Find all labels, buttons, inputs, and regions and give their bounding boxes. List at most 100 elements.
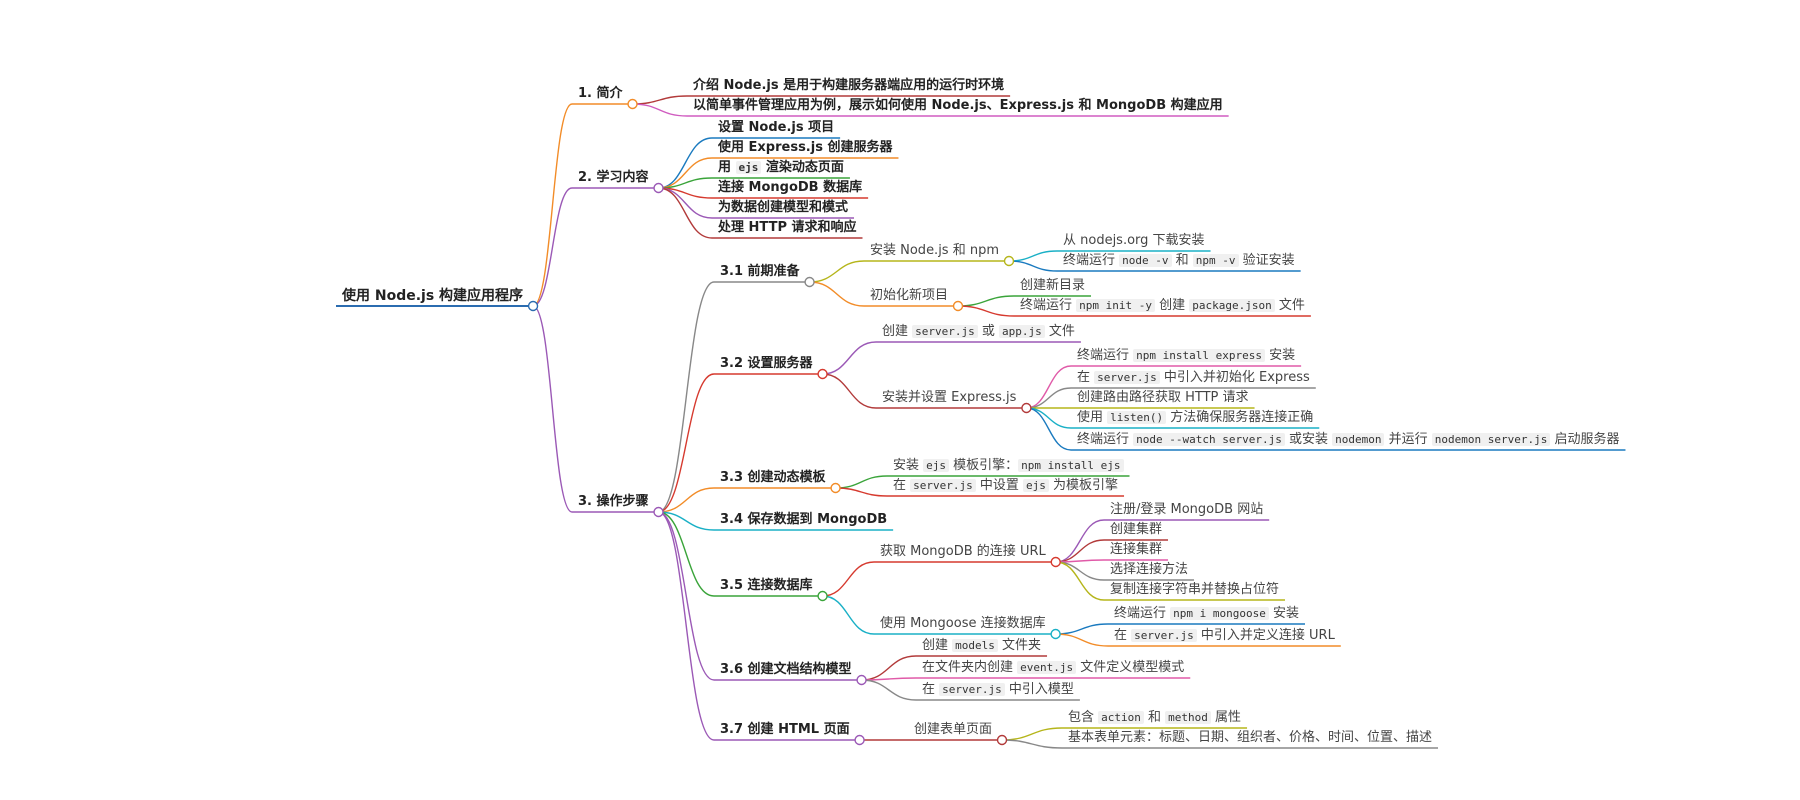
collapse-toggle-icon[interactable] [1050, 556, 1061, 568]
node-label: 介绍 Node.js 是用于构建服务器端应用的运行时环境 [693, 78, 1005, 93]
collapse-toggle-icon[interactable] [817, 368, 828, 380]
branch-connector [658, 511, 715, 741]
branch-connector [1026, 365, 1072, 409]
branch-connector [1026, 387, 1072, 409]
collapse-toggle-icon[interactable] [527, 300, 539, 312]
branch-connector [658, 511, 715, 681]
node-label: 3.1 前期准备 [720, 264, 800, 279]
branch-connector [822, 373, 877, 409]
collapse-toggle-icon[interactable] [854, 734, 865, 746]
branch-connector [632, 103, 688, 117]
node-label: 以简单事件管理应用为例，展示如何使用 Node.js、Express.js 和 … [693, 98, 1223, 113]
node-label: 使用 Express.js 创建服务器 [718, 140, 893, 155]
collapse-toggle-icon[interactable] [1050, 628, 1061, 640]
node-label: 创建新目录 [1020, 278, 1086, 293]
branch-connector [658, 137, 713, 189]
branch-connector [632, 95, 688, 105]
node-label: 设置 Node.js 项目 [718, 120, 835, 135]
node-label: 包含 action 和 method 属性 [1068, 710, 1242, 725]
branch-connector [809, 260, 865, 283]
node-label: 3.3 创建动态模板 [720, 470, 826, 485]
branch-connector [658, 187, 713, 239]
node-label: 3.5 连接数据库 [720, 578, 813, 593]
node-label: 终端运行 npm i mongoose 安装 [1114, 606, 1299, 621]
branch-connector [1008, 250, 1058, 262]
branch-connector [809, 281, 865, 307]
node-label: 3.4 保存数据到 MongoDB [720, 512, 888, 527]
node-label: 终端运行 node -v 和 npm -v 验证安装 [1063, 253, 1295, 268]
branch-connector [1055, 561, 1105, 581]
branch-connector [1055, 561, 1105, 601]
collapse-toggle-icon[interactable] [1021, 402, 1032, 414]
node-label: 获取 MongoDB 的连接 URL [880, 544, 1046, 559]
branch-connector [1055, 539, 1105, 563]
node-label: 从 nodejs.org 下载安装 [1063, 233, 1205, 248]
branch-connector [1026, 407, 1072, 451]
branch-connector [532, 103, 573, 307]
node-label: 3. 操作步骤 [578, 494, 649, 509]
node-label: 安装 ejs 模板引擎：npm install ejs [893, 458, 1124, 474]
node-label: 1. 简介 [578, 86, 623, 101]
branch-connector [861, 679, 917, 701]
collapse-toggle-icon[interactable] [952, 300, 964, 312]
branch-connector [958, 295, 1015, 307]
node-label: 创建 server.js 或 app.js 文件 [882, 324, 1075, 339]
node-label: 基本表单元素：标题、日期、组织者、价格、时间、位置、描述 [1068, 730, 1433, 745]
node-label: 在文件夹内创建 event.js 文件定义模型模式 [922, 660, 1185, 675]
node-label: 终端运行 node --watch server.js 或安装 nodemon … [1077, 432, 1620, 447]
branch-connector [658, 281, 715, 513]
node-label: 创建路由路径获取 HTTP 请求 [1077, 390, 1249, 405]
collapse-toggle-icon[interactable] [817, 590, 828, 602]
branch-connector [835, 487, 888, 497]
collapse-toggle-icon[interactable] [653, 182, 664, 194]
branch-connector [835, 475, 888, 489]
branch-connector [1055, 623, 1109, 635]
node-label: 创建表单页面 [914, 722, 993, 737]
branch-connector [658, 511, 715, 531]
node-label: 3.6 创建文档结构模型 [720, 662, 852, 677]
branch-connector [958, 305, 1015, 317]
node-label: 在 server.js 中引入模型 [922, 682, 1074, 697]
root-node-label: 使用 Node.js 构建应用程序 [342, 288, 524, 304]
node-label: 创建 models 文件夹 [922, 638, 1042, 653]
node-label: 初始化新项目 [870, 288, 949, 303]
branch-connector [658, 373, 715, 513]
collapse-toggle-icon[interactable] [627, 98, 638, 110]
branch-connector [1055, 633, 1109, 647]
collapse-toggle-icon[interactable] [653, 506, 664, 518]
branch-connector [1002, 727, 1063, 741]
node-label: 在 server.js 中引入并定义连接 URL [1114, 628, 1335, 643]
node-label: 3.7 创建 HTML 页面 [720, 722, 850, 737]
branch-connector [1026, 407, 1072, 429]
node-label: 复制连接字符串并替换占位符 [1110, 582, 1280, 597]
branch-connector [658, 487, 715, 513]
node-label: 安装并设置 Express.js [882, 390, 1017, 405]
node-label: 使用 Mongoose 连接数据库 [880, 616, 1046, 631]
branch-connector [532, 305, 573, 513]
branch-connector [861, 655, 917, 681]
node-label: 用 ejs 渲染动态页面 [718, 160, 844, 175]
collapse-toggle-icon[interactable] [996, 734, 1008, 746]
node-label: 终端运行 npm init -y 创建 package.json 文件 [1020, 298, 1305, 313]
branch-connector [1002, 739, 1063, 749]
branch-connector [1008, 260, 1058, 272]
branch-connector [658, 511, 715, 597]
node-label: 3.2 设置服务器 [720, 356, 813, 371]
branch-connector [822, 561, 875, 597]
node-label: 注册/登录 MongoDB 网站 [1110, 502, 1264, 517]
collapse-toggle-icon[interactable] [856, 674, 867, 686]
node-label: 创建集群 [1110, 522, 1163, 537]
node-label: 选择连接方法 [1110, 562, 1189, 577]
collapse-toggle-icon[interactable] [804, 276, 815, 288]
node-label: 连接集群 [1110, 542, 1163, 557]
branch-connector [822, 595, 875, 635]
node-label: 2. 学习内容 [578, 170, 649, 185]
collapse-toggle-icon[interactable] [830, 482, 841, 494]
node-label: 连接 MongoDB 数据库 [718, 180, 863, 195]
collapse-toggle-icon[interactable] [1003, 255, 1015, 267]
node-label: 在 server.js 中设置 ejs 为模板引擎 [893, 478, 1119, 493]
node-label: 使用 listen() 方法确保服务器连接正确 [1077, 410, 1314, 425]
node-label: 终端运行 npm install express 安装 [1077, 348, 1296, 363]
node-label: 安装 Node.js 和 npm [870, 243, 999, 258]
